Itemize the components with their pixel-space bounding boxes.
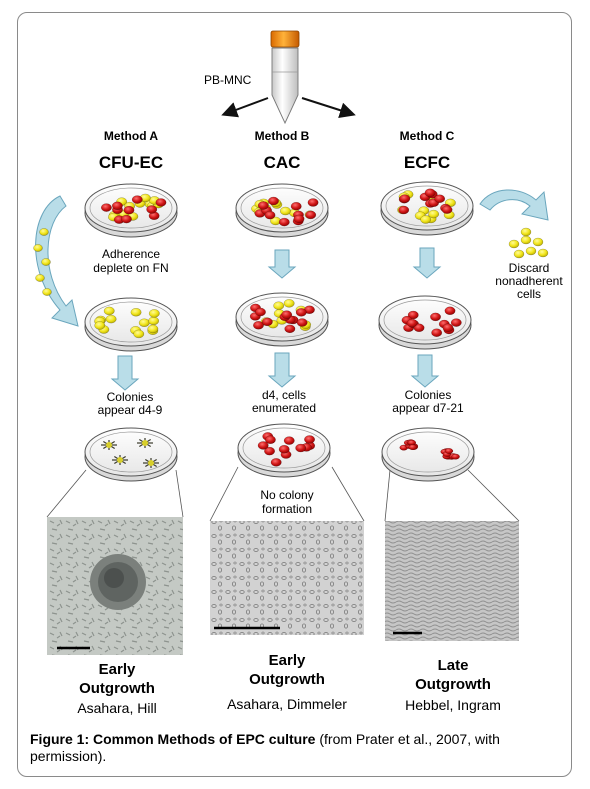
discard-arrow-icon	[479, 189, 549, 221]
method-b-note-line2: formation	[262, 502, 312, 516]
method-b-label: Method B	[255, 129, 310, 143]
dish-b1	[235, 183, 329, 238]
step-arrows	[110, 247, 442, 391]
method-c-step2-line1: Colonies	[405, 388, 452, 402]
method-a-authors: Asahara, Hill	[77, 700, 156, 716]
figure-frame	[17, 12, 572, 777]
method-c-side-line3: cells	[517, 287, 541, 301]
dish-a2	[84, 297, 178, 352]
method-a-label: Method A	[104, 129, 159, 143]
method-c-authors: Hebbel, Ingram	[405, 697, 501, 713]
micrograph-b	[210, 521, 364, 635]
method-a-step1-line1: Adherence	[102, 247, 160, 261]
dish-c3	[381, 427, 475, 482]
conical-tube-icon	[270, 30, 300, 125]
method-b-outcome-line1: Early	[269, 652, 306, 669]
dish-c1	[380, 181, 474, 236]
method-a-step2-line2: appear d4-9	[98, 403, 163, 417]
method-c-step2-line2: appear d7-21	[392, 401, 464, 415]
method-b-outcome-line2: Outgrowth	[249, 671, 325, 688]
method-b-step2-line1: d4, cells	[262, 388, 306, 402]
method-c-side-line1: Discard	[509, 261, 550, 275]
method-b-authors: Asahara, Dimmeler	[227, 696, 347, 712]
method-a-step1-line2: deplete on FN	[93, 261, 168, 275]
method-c-name: ECFC	[404, 153, 450, 172]
method-c-outcome-line2: Outgrowth	[415, 676, 491, 693]
method-b-note-line1: No colony	[260, 488, 313, 502]
figure-caption: Figure 1: Common Methods of EPC culture …	[30, 731, 560, 765]
dish-c2	[378, 295, 472, 350]
discarded-cells	[508, 227, 549, 259]
caption-bold: Figure 1: Common Methods of EPC culture	[30, 731, 316, 747]
method-a-name: CFU-EC	[99, 153, 163, 172]
method-a-step2-line1: Colonies	[107, 390, 154, 404]
dish-a3	[84, 427, 178, 482]
method-b-step2-line2: enumerated	[252, 401, 316, 415]
method-a-outcome-line2: Outgrowth	[79, 680, 155, 697]
petri-dishes	[84, 181, 475, 482]
curved-arrow-icon	[35, 195, 79, 327]
dish-a1	[84, 183, 178, 238]
caption-rest: (from Prater et al., 2007, with permissi…	[30, 731, 500, 764]
yellow-cell-stream	[33, 228, 52, 296]
dish-b3	[237, 423, 331, 478]
dish-b2	[235, 292, 329, 347]
micrograph-a	[47, 517, 183, 655]
method-b-name: CAC	[264, 153, 301, 172]
method-c-side-line2: nonadherent	[495, 274, 563, 288]
method-c-outcome-line1: Late	[438, 657, 469, 674]
arrow-to-method-c	[301, 97, 356, 118]
zoom-lines	[46, 466, 520, 522]
method-a-outcome-line1: Early	[99, 661, 136, 678]
method-c-label: Method C	[400, 129, 455, 143]
micrograph-c	[385, 521, 519, 641]
source-label: PB-MNC	[204, 73, 252, 87]
arrow-to-method-a	[221, 97, 269, 118]
